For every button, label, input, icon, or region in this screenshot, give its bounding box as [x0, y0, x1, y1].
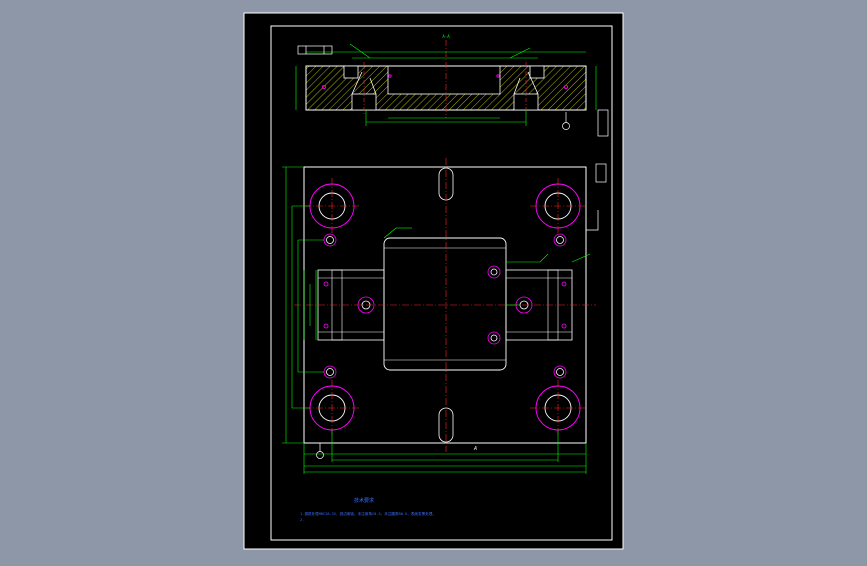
section-step-left	[343, 65, 359, 79]
section-marker-box	[597, 109, 609, 137]
view-label: A	[473, 446, 477, 452]
pin-hole	[553, 365, 567, 379]
section-step-right	[529, 65, 545, 79]
notes-line-2: 2.	[300, 518, 304, 522]
plan-view	[282, 158, 607, 474]
geometric-tolerance-frame	[297, 45, 333, 55]
datum-symbol-plan	[316, 451, 324, 459]
section-cavity	[387, 65, 501, 95]
drawing-frame	[270, 25, 613, 541]
datum-symbol	[562, 122, 570, 130]
view-marker-box	[595, 163, 607, 183]
section-label: A-A	[442, 34, 450, 39]
screw-hole	[487, 331, 501, 345]
notes-title: 技术要求	[354, 497, 374, 504]
notes-line-1: 1.调质处理HRC28-32，锐边倒钝。未注倒角C0.5，未注圆角R0.5，表面…	[300, 511, 436, 516]
section-view	[295, 40, 609, 137]
pin-hole	[553, 233, 567, 247]
screw-hole	[487, 265, 501, 279]
